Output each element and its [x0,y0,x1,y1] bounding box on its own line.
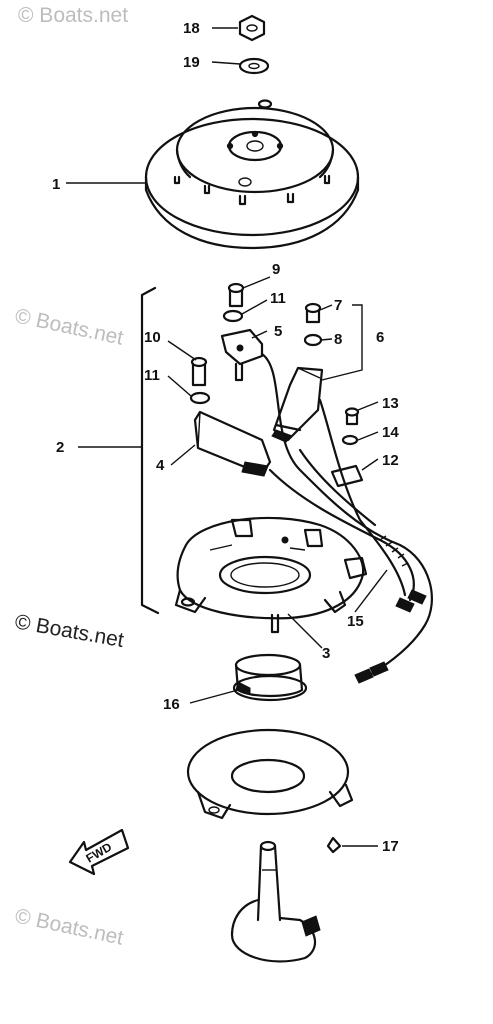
watermark-lower: © Boats.net [13,610,126,652]
part-8-washer [303,333,323,347]
assembly-2-bracket [140,286,160,615]
part-19-washer [238,57,270,75]
callout-7: 7 [334,297,342,314]
callout-15: 15 [347,613,364,630]
part-7-screw [304,302,322,324]
callout-10: 10 [144,329,161,346]
watermark-middle: © Boats.net [13,304,126,349]
callout-12: 12 [382,452,399,469]
callout-14: 14 [382,424,399,441]
part-15-wire-harness [260,352,433,684]
part-13-screw [344,407,360,426]
part-12-connector [330,464,364,488]
part-5-pulser-coil [220,328,264,382]
callout-labels: 18 19 1 9 11 5 7 8 6 10 11 2 4 13 14 12 … [52,20,399,855]
part-14-washer [341,434,359,446]
part-11-washer-upper [222,309,244,323]
callout-6: 6 [376,329,384,346]
callout-13: 13 [382,395,399,412]
part-6-charge-coil [271,366,324,443]
callout-2: 2 [56,439,64,456]
watermark-top: © Boats.net [18,4,128,27]
part-9-screw [227,282,245,308]
callout-19: 19 [183,54,200,71]
callout-9: 9 [272,261,280,278]
part-10-screw [190,356,208,387]
part-17-key [326,836,342,854]
callout-5: 5 [274,323,282,340]
callout-leader-lines [66,27,388,847]
callout-18: 18 [183,20,200,37]
lower-base-plate [186,728,354,820]
callout-16: 16 [163,696,180,713]
part-3-base-plate [174,516,368,634]
part-4-coil [193,410,272,477]
drive-shaft-housing [230,840,321,963]
callout-4: 4 [156,457,165,474]
callout-1: 1 [52,176,60,193]
part-11-washer-lower [189,391,211,405]
part-18-nut [238,14,266,42]
part-1-flywheel [144,99,360,250]
callout-8: 8 [334,331,342,348]
callout-3: 3 [322,645,330,662]
callout-11-lower: 11 [144,367,160,384]
callout-17: 17 [382,838,399,855]
watermark-bottom: © Boats.net [13,904,126,949]
callout-11-upper: 11 [270,290,286,307]
fwd-direction-arrow: FWD [68,828,130,876]
part-16-sleeve [232,653,308,702]
